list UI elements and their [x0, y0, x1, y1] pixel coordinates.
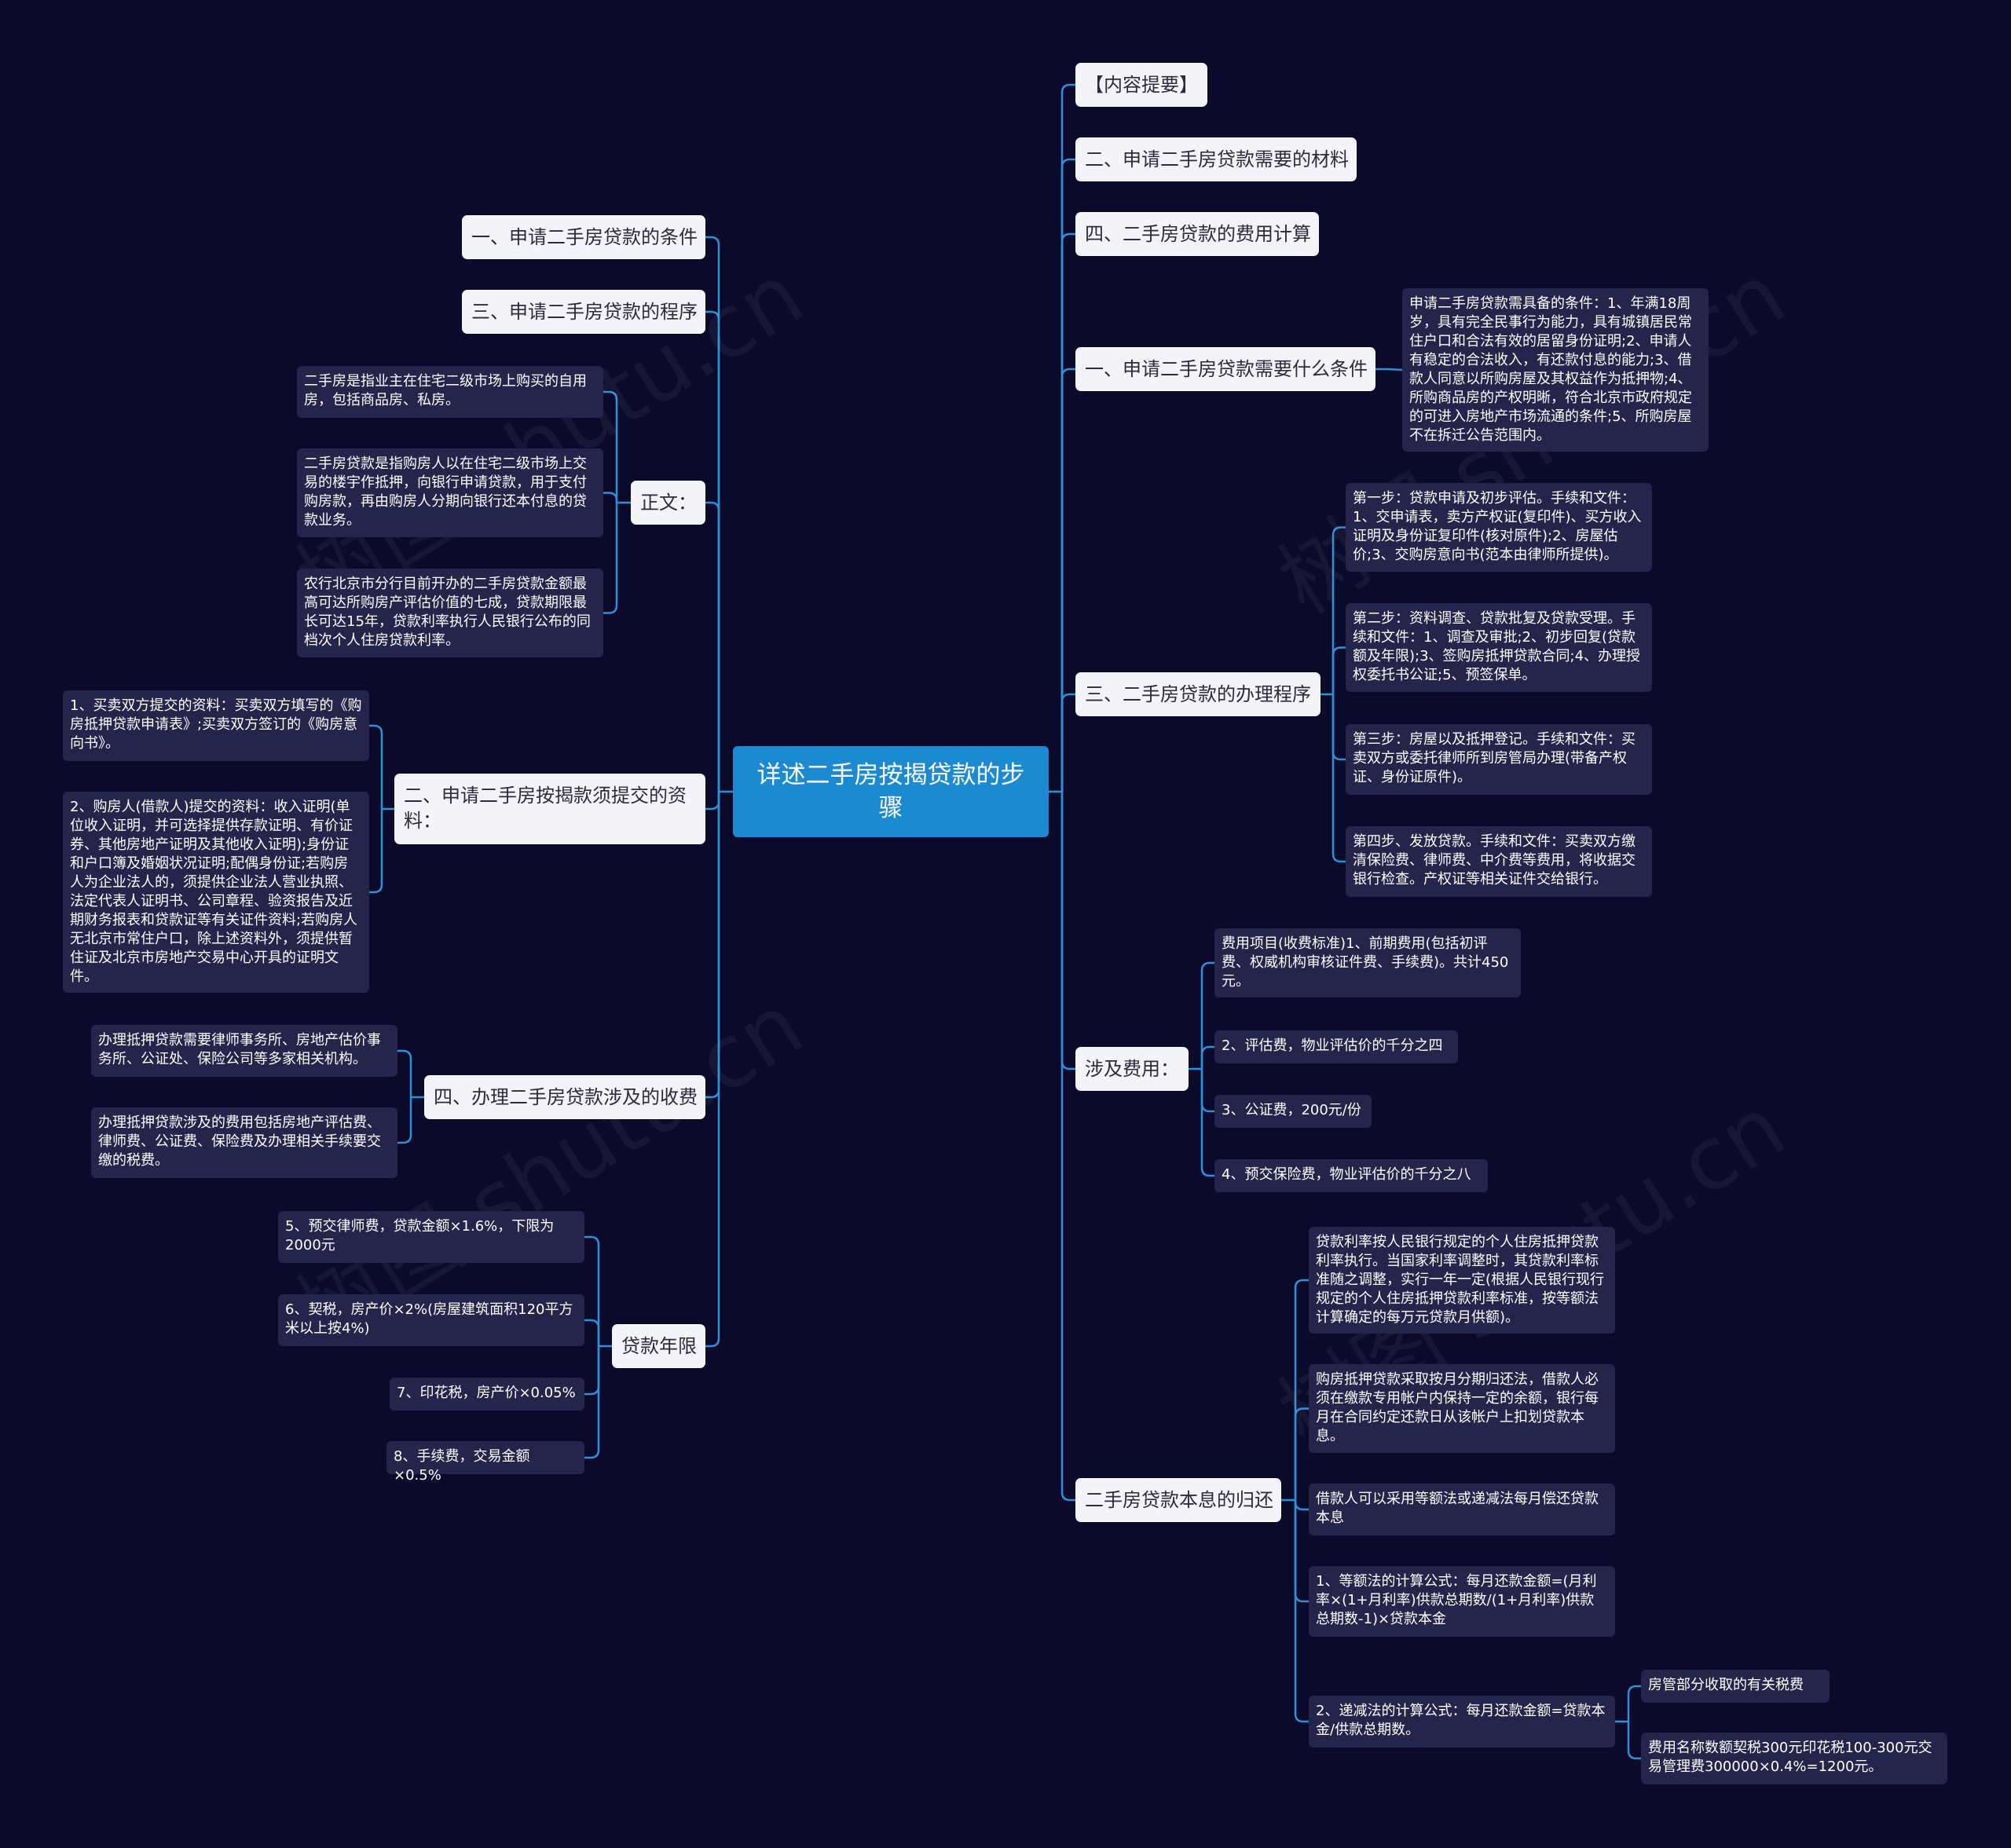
topic-loan-charges[interactable]: 四、办理二手房贷款涉及的收费 — [424, 1075, 705, 1119]
topic-apply-conditions[interactable]: 一、申请二手房贷款的条件 — [462, 215, 705, 259]
topic-repayment[interactable]: 二手房贷款本息的归还 — [1075, 1478, 1281, 1522]
leaf-charges: 办理抵押贷款涉及的费用包括房地产评估费、律师费、公证费、保险费及办理相关手续要交… — [91, 1107, 397, 1178]
leaf-main-text: 二手房贷款是指购房人以在住宅二级市场上交易的楼宇作抵押，向银行申请贷款，用于支付… — [297, 448, 603, 537]
connector — [1060, 693, 1075, 792]
connector — [1294, 1500, 1309, 1723]
topic-required-documents[interactable]: 二、申请二手房按揭款须提交的资料： — [394, 774, 705, 844]
connector — [1332, 694, 1346, 863]
connector — [1388, 368, 1403, 371]
connector — [1294, 1407, 1309, 1500]
leaf-term-fee: 8、手续费，交易金额×0.5% — [386, 1441, 584, 1484]
topic-loan-term[interactable]: 贷款年限 — [612, 1324, 705, 1368]
connector — [1294, 1500, 1309, 1511]
connector — [1294, 1279, 1309, 1500]
leaf-repayment: 借款人可以采用等额法或递减法每月偿还贷款本息 — [1309, 1484, 1615, 1535]
leaf-main-text: 二手房是指业主在住宅二级市场上购买的自用房，包括商品房、私房。 — [297, 366, 603, 418]
connector — [1060, 83, 1075, 792]
connector — [369, 809, 383, 894]
connector — [705, 310, 720, 792]
connector — [584, 1235, 600, 1346]
leaf-documents: 2、购房人(借款人)提交的资料：收入证明(单位收入证明，并可选择提供存款证明、有… — [63, 792, 369, 993]
root-topic[interactable]: 详述二手房按揭贷款的步骤 — [733, 746, 1049, 837]
connector — [1200, 1069, 1214, 1177]
leaf-fee-item: 费用项目(收费标准)1、前期费用(包括初评费、权威机构审核证件费、手续费)。共计… — [1214, 928, 1521, 997]
leaf-term-fee: 5、预交律师费，贷款金额×1.6%，下限为2000元 — [278, 1211, 584, 1263]
topic-loan-conditions[interactable]: 一、申请二手房贷款需要什么条件 — [1075, 347, 1375, 391]
leaf-term-fee: 6、契税，房产价×2%(房屋建筑面积120平方米以上按4%) — [278, 1294, 584, 1346]
connector — [1200, 961, 1214, 1069]
leaf-loan-conditions: 申请二手房贷款需具备的条件：1、年满18周岁，具有完全民事行为能力，具有城镇居民… — [1402, 288, 1709, 452]
connector — [1060, 792, 1075, 1502]
leaf-procedure-step: 第三步：房屋以及抵押登记。手续和文件：买卖双方或委托律师所到房管局办理(带备产权… — [1346, 724, 1652, 795]
connector — [603, 492, 618, 503]
leaf-repayment: 贷款利率按人民银行规定的个人住房抵押贷款利率执行。当国家利率调整时，其贷款利率标… — [1309, 1227, 1615, 1334]
connector — [1332, 526, 1346, 694]
leaf-charges: 办理抵押贷款需要律师事务所、房地产估价事务所、公证处、保险公司等多家相关机构。 — [91, 1025, 397, 1077]
connector — [369, 724, 383, 809]
connector — [705, 792, 720, 1348]
connector — [1060, 792, 1075, 1070]
leaf-fee-item: 2、评估费，物业评估价的千分之四 — [1214, 1030, 1458, 1063]
connector — [584, 1319, 600, 1346]
connector — [1627, 1685, 1641, 1722]
leaf-tax-item: 房管部分收取的有关税费 — [1641, 1670, 1830, 1703]
topic-fee-calculation[interactable]: 四、二手房贷款的费用计算 — [1075, 212, 1319, 256]
leaf-term-fee: 7、印花税，房产价×0.05% — [390, 1378, 584, 1411]
connector — [1627, 1722, 1641, 1760]
connector — [397, 1097, 412, 1144]
leaf-procedure-step: 第四步、发放贷款。手续和文件：买卖双方缴清保险费、律师费、中介费等费用，将收据交… — [1346, 826, 1652, 897]
connector — [584, 1346, 600, 1396]
topic-fees-involved[interactable]: 涉及费用： — [1075, 1047, 1189, 1091]
topic-main-text[interactable]: 正文： — [631, 481, 705, 525]
topic-loan-procedure[interactable]: 三、二手房贷款的办理程序 — [1075, 672, 1321, 716]
leaf-repayment: 购房抵押贷款采取按月分期归还法，借款人必须在缴款专用帐户内保持一定的余额，银行每… — [1309, 1364, 1615, 1453]
connector — [1060, 232, 1075, 792]
leaf-procedure-step: 第一步：贷款申请及初步评估。手续和文件：1、交申请表，卖方产权证(复印件)、买方… — [1346, 483, 1652, 572]
root-label: 详述二手房按揭贷款的步骤 — [756, 761, 1025, 822]
leaf-documents: 1、买卖双方提交的资料：买卖双方填写的《购房抵押贷款申请表》;买卖双方签订的《购… — [63, 690, 369, 761]
topic-materials[interactable]: 二、申请二手房贷款需要的材料 — [1075, 137, 1357, 181]
connector — [705, 792, 720, 1099]
connector — [1332, 646, 1346, 694]
leaf-fee-item: 3、公证费，200元/份 — [1214, 1095, 1372, 1128]
leaf-repayment: 2、递减法的计算公式：每月还款金额=贷款本金/供款总期数。 — [1309, 1696, 1615, 1747]
connector — [584, 1346, 600, 1459]
topic-apply-procedure[interactable]: 三、申请二手房贷款的程序 — [462, 290, 705, 334]
connector — [705, 501, 720, 792]
connector — [1332, 694, 1346, 761]
leaf-main-text: 农行北京市分行目前开办的二手房贷款金额最高可达所购房产评估价值的七成，贷款期限最… — [297, 569, 603, 657]
connector — [1294, 1500, 1309, 1603]
connector — [1200, 1045, 1214, 1069]
connector — [397, 1049, 412, 1097]
leaf-procedure-step: 第二步：资料调查、贷款批复及贷款受理。手续和文件：1、调查及审批;2、初步回复(… — [1346, 603, 1652, 692]
connector — [603, 390, 618, 503]
connector — [603, 503, 618, 614]
connector — [1060, 158, 1075, 792]
connector — [705, 236, 720, 792]
leaf-fee-item: 4、预交保险费，物业评估价的千分之八 — [1214, 1159, 1488, 1192]
connector — [1060, 368, 1075, 792]
leaf-repayment: 1、等额法的计算公式：每月还款金额=(月利率×(1+月利率)供款总期数/(1+月… — [1309, 1566, 1615, 1637]
leaf-tax-item: 费用名称数额契税300元印花税100-300元交易管理费300000×0.4%=… — [1641, 1733, 1947, 1784]
connector — [1200, 1069, 1214, 1113]
topic-content-summary[interactable]: 【内容提要】 — [1075, 63, 1207, 107]
connector — [705, 792, 720, 811]
